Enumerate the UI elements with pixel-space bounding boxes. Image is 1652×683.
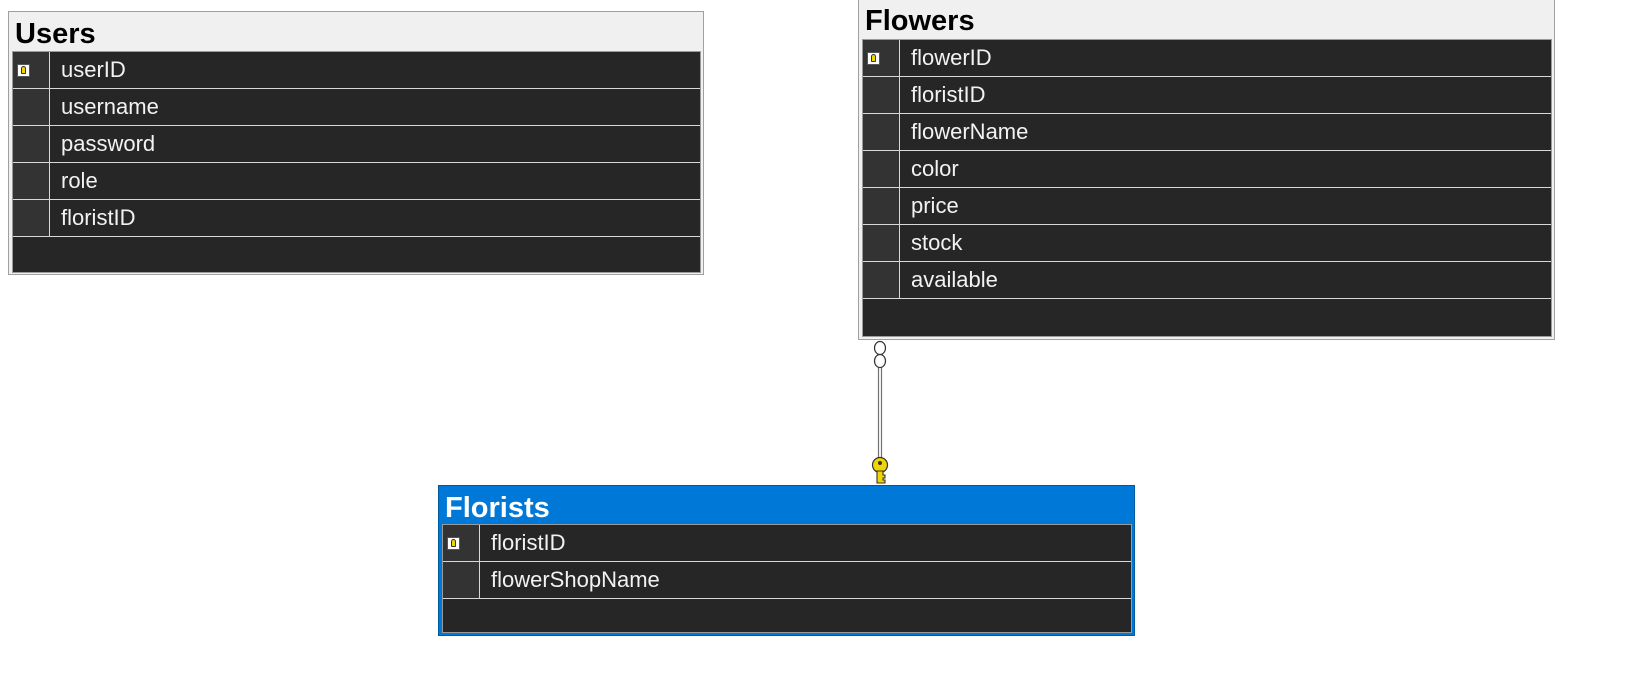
column-row-flowerid[interactable]: flowerID: [863, 40, 1551, 77]
column-row-password[interactable]: password: [13, 126, 700, 163]
primary-key-icon: [867, 52, 880, 65]
column-name: flowerName: [911, 119, 1029, 144]
key-end-icon: [871, 456, 889, 484]
column-name: floristID: [61, 205, 136, 230]
column-row-flowername[interactable]: flowerName: [863, 114, 1551, 151]
table-flowers[interactable]: Flowers flowerID floristID flowerName co…: [858, 0, 1555, 340]
table-title-users: Users: [15, 18, 96, 50]
row-selector[interactable]: [443, 525, 480, 561]
table-florists[interactable]: Florists floristID flowerShopName: [438, 485, 1135, 636]
column-row-color[interactable]: color: [863, 151, 1551, 188]
row-selector[interactable]: [863, 262, 900, 298]
column-row-floristid[interactable]: floristID: [863, 77, 1551, 114]
column-row-userid[interactable]: userID: [13, 52, 700, 89]
row-selector[interactable]: [863, 225, 900, 261]
column-row-price[interactable]: price: [863, 188, 1551, 225]
primary-key-icon: [17, 64, 30, 77]
row-selector[interactable]: [13, 163, 50, 199]
row-selector[interactable]: [13, 200, 50, 236]
column-name: userID: [61, 57, 126, 82]
row-selector[interactable]: [13, 52, 50, 88]
row-selector[interactable]: [13, 126, 50, 162]
column-row-username[interactable]: username: [13, 89, 700, 126]
table-title-flowers: Flowers: [865, 5, 975, 37]
column-name: password: [61, 131, 156, 156]
column-row-role[interactable]: role: [13, 163, 700, 200]
column-name: flowerID: [911, 45, 992, 70]
column-name: price: [911, 193, 959, 218]
table-title-florists: Florists: [445, 492, 550, 524]
row-selector[interactable]: [863, 151, 900, 187]
column-name: floristID: [491, 530, 566, 555]
column-row-floristid[interactable]: floristID: [13, 200, 700, 237]
row-selector[interactable]: [863, 40, 900, 76]
column-grid-users: userID username password role floristID: [12, 51, 701, 273]
table-users[interactable]: Users userID username password role flor…: [8, 11, 704, 275]
column-grid-flowers: flowerID floristID flowerName color pric…: [862, 39, 1552, 337]
infinity-end-icon: [873, 340, 887, 369]
column-row-available[interactable]: available: [863, 262, 1551, 299]
column-name: flowerShopName: [491, 567, 660, 592]
primary-key-icon: [447, 537, 460, 550]
column-name: floristID: [911, 82, 986, 107]
row-selector[interactable]: [13, 89, 50, 125]
row-selector[interactable]: [863, 188, 900, 224]
column-name: available: [911, 267, 998, 292]
row-selector[interactable]: [443, 562, 480, 598]
relationship-line[interactable]: [877, 368, 883, 458]
column-row-floristid[interactable]: floristID: [443, 525, 1131, 562]
row-selector[interactable]: [863, 77, 900, 113]
column-row-stock[interactable]: stock: [863, 225, 1551, 262]
column-name: stock: [911, 230, 963, 255]
column-name: color: [911, 156, 959, 181]
column-name: username: [61, 94, 159, 119]
column-grid-florists: floristID flowerShopName: [442, 524, 1132, 633]
column-name: role: [61, 168, 98, 193]
row-selector[interactable]: [863, 114, 900, 150]
column-row-flowershopname[interactable]: flowerShopName: [443, 562, 1131, 599]
